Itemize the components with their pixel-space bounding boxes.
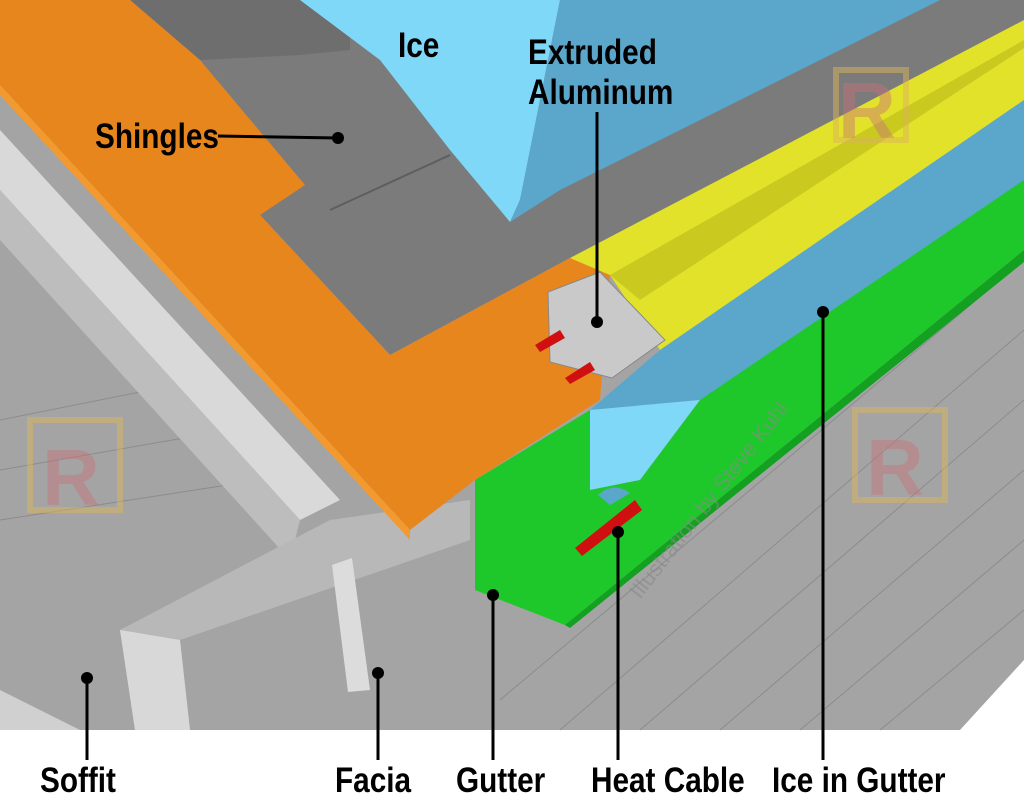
logo-r: R [866, 423, 924, 512]
roof-drip-edge [0, 0, 610, 530]
label-extruded-aluminum-2: Aluminum [528, 73, 673, 112]
logo-r: R [838, 66, 896, 155]
label-extruded-aluminum-1: Extruded [528, 33, 657, 72]
label-soffit: Soffit [40, 761, 116, 800]
heat-cable [575, 500, 642, 556]
label-facia: Facia [335, 761, 412, 800]
facia-bracket [332, 558, 370, 692]
roof-ice [300, 0, 560, 222]
heat-cable-segment [535, 330, 565, 352]
label-ice: Ice [398, 26, 439, 65]
heat-cable-segment [565, 362, 595, 384]
extruded-aluminum [547, 271, 666, 379]
leader-lines [85, 112, 825, 760]
leader-dots [81, 132, 829, 684]
watermark-logo [27, 67, 948, 513]
gutter-ice [590, 100, 1024, 410]
gutter [475, 180, 1024, 625]
soffit-board [0, 130, 340, 520]
label-shingles: Shingles [95, 117, 219, 156]
label-ice-in-gutter: Ice in Gutter [772, 761, 946, 800]
label-heat-cable: Heat Cable [591, 761, 745, 800]
label-gutter: Gutter [456, 761, 546, 800]
logo-r: R [42, 433, 100, 522]
label-strip [0, 730, 1024, 810]
facia-board [120, 500, 470, 730]
